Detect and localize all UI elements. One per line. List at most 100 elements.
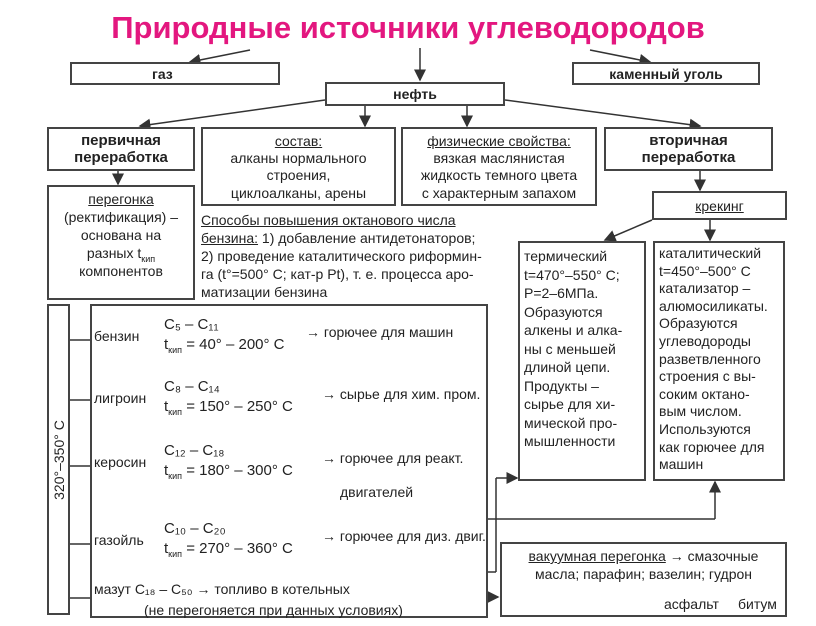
tb-value: = 180° – 300° C — [186, 462, 293, 479]
primary-label: первичная переработка — [74, 132, 168, 166]
thermal-cracking-box: термический t=470°–550° С; Р=2–6МПа. Образу… — [518, 241, 646, 481]
tb-label: t — [164, 336, 169, 353]
fraction-use: → горючее для реакт. — [322, 450, 464, 466]
catalytic-line: Образуются — [659, 315, 738, 332]
octane-line: 1) добавление антидетонаторов; — [258, 230, 476, 246]
coal-label: каменный уголь — [609, 66, 723, 82]
primary-box: первичная переработка — [47, 127, 195, 171]
tb-label: t — [164, 462, 169, 479]
catalytic-line: разветвленного — [659, 350, 761, 367]
tb-label: t — [164, 540, 169, 557]
tb-value: = 270° – 360° C — [186, 540, 293, 557]
distillation-line: разных t — [86, 245, 142, 261]
catalytic-line: как горючее для — [659, 438, 765, 455]
octane-title-2: бензина: — [201, 230, 259, 246]
temperature-range: 320°–350° С — [50, 419, 67, 500]
distillation-title: перегонка — [88, 191, 154, 207]
distillation-sub: кип — [141, 253, 156, 264]
thermal-line: ны с меньшей — [524, 340, 616, 357]
vacuum-text: → смазочные — [665, 548, 759, 564]
oil-box: нефть — [325, 82, 505, 106]
catalytic-line: машин — [659, 456, 704, 473]
catalytic-line: катализатор – — [659, 280, 751, 297]
composition-box: состав: алканы нормального строения, цик… — [201, 127, 396, 206]
physical-line: вязкая маслянистая — [433, 150, 565, 166]
distillation-line: основана на — [80, 227, 162, 243]
fraction-boiling-range: tкип = 150° – 250° C — [164, 398, 293, 421]
thermal-line: t=470°–550° С; — [524, 266, 620, 283]
fraction-formula: C₁₀ – C₂₀ — [164, 520, 226, 537]
catalytic-line: вым числом. — [659, 403, 742, 420]
catalytic-line: t=450°–500° С — [659, 262, 751, 279]
catalytic-line: Используются — [659, 420, 751, 437]
physical-title: физические свойства: — [427, 133, 571, 149]
distillation-box: перегонка (ректификация) – основана на р… — [47, 185, 195, 300]
fraction-use: → горючее для диз. двиг. — [322, 528, 486, 544]
thermal-line: Продукты – — [524, 377, 599, 394]
physical-line: жидкость темного цвета — [420, 167, 578, 183]
bitumen-label: битум — [738, 596, 777, 612]
catalytic-line: алюмосиликаты. — [659, 297, 768, 314]
composition-line: строения, — [266, 167, 331, 183]
octane-line: 2) проведение каталитического риформин- — [201, 248, 482, 264]
thermal-line: длиной цепи. — [524, 359, 611, 375]
distillation-line: компонентов — [79, 263, 163, 279]
tb-value: = 40° – 200° C — [186, 336, 285, 353]
catalytic-line: строения с вы- — [659, 368, 756, 385]
vacuum-box: вакуумная перегонка → смазочные масла; п… — [500, 542, 787, 617]
fraction-formula: C₁₂ – C₁₈ — [164, 442, 225, 459]
composition-line: циклоалканы, арены — [230, 185, 367, 201]
thermal-line: Образуются — [524, 303, 603, 320]
fraction-use: → горючее для машин — [306, 324, 454, 340]
tb-sub: кип — [168, 345, 183, 355]
fraction-name: бензин — [94, 328, 140, 344]
fraction-boiling-range: tкип = 40° – 200° C — [164, 336, 285, 359]
thermal-line: Р=2–6МПа. — [524, 285, 599, 301]
asphalt-label: асфальт — [664, 596, 719, 612]
octane-line: матизации бензина — [201, 284, 328, 300]
page-title: Природные источники углеводородов — [111, 10, 705, 45]
catalytic-line: каталитический — [659, 245, 762, 261]
catalytic-line: углеводороды — [659, 332, 751, 349]
fraction-use: → сырье для хим. пром. — [322, 386, 481, 402]
tb-sub: кип — [168, 549, 183, 559]
fraction-formula: C₅ – C₁₁ — [164, 316, 219, 333]
physical-box: физические свойства: вязкая маслянистая … — [401, 127, 597, 206]
temperature-range-box: 320°–350° С — [47, 304, 70, 615]
mazut-note: (не перегоняется при данных условиях) — [144, 602, 403, 618]
catalytic-line: соким октано- — [659, 385, 750, 402]
gas-label: газ — [152, 66, 173, 82]
fraction-boiling-range: tкип = 270° – 360° C — [164, 540, 293, 563]
thermal-line: мической про- — [524, 414, 618, 431]
gas-box: газ — [70, 62, 280, 85]
coal-box: каменный уголь — [572, 62, 760, 85]
octane-title: Способы повышения октанового числа — [201, 212, 456, 228]
tb-label: t — [164, 398, 169, 415]
oil-label: нефть — [393, 86, 437, 102]
thermal-line: сырье для хи- — [524, 396, 616, 412]
secondary-box: вторичная переработка — [604, 127, 773, 171]
fraction-boiling-range: tкип = 180° – 300° C — [164, 462, 293, 485]
octane-line: га (t°=500° С; кат-р Pt), т. е. процесса… — [201, 266, 474, 282]
thermal-line: алкены и алка- — [524, 322, 623, 338]
vacuum-text-2: масла; парафин; вазелин; гудрон — [534, 566, 753, 582]
fraction-use-2: двигателей — [340, 484, 414, 500]
thermal-line: термический — [524, 248, 608, 264]
fraction-formula: C₈ – C₁₄ — [164, 378, 220, 395]
cracking-label: крекинг — [695, 198, 744, 214]
cracking-box: крекинг — [652, 191, 787, 220]
fraction-name: керосин — [94, 454, 147, 470]
tb-value: = 150° – 250° C — [186, 398, 293, 415]
mazut-text: мазут C₁₈ – C₅₀ → топливо в котельных — [94, 581, 350, 597]
tb-sub: кип — [168, 471, 183, 481]
composition-line: алканы нормального — [230, 150, 367, 166]
fraction-name: лигроин — [94, 390, 147, 406]
vacuum-title: вакуумная перегонка — [528, 548, 666, 564]
composition-title: состав: — [274, 133, 323, 149]
physical-line: с характерным запахом — [421, 185, 577, 201]
fraction-name: газойль — [94, 532, 144, 548]
distillation-line: (ректификация) – — [63, 209, 179, 225]
